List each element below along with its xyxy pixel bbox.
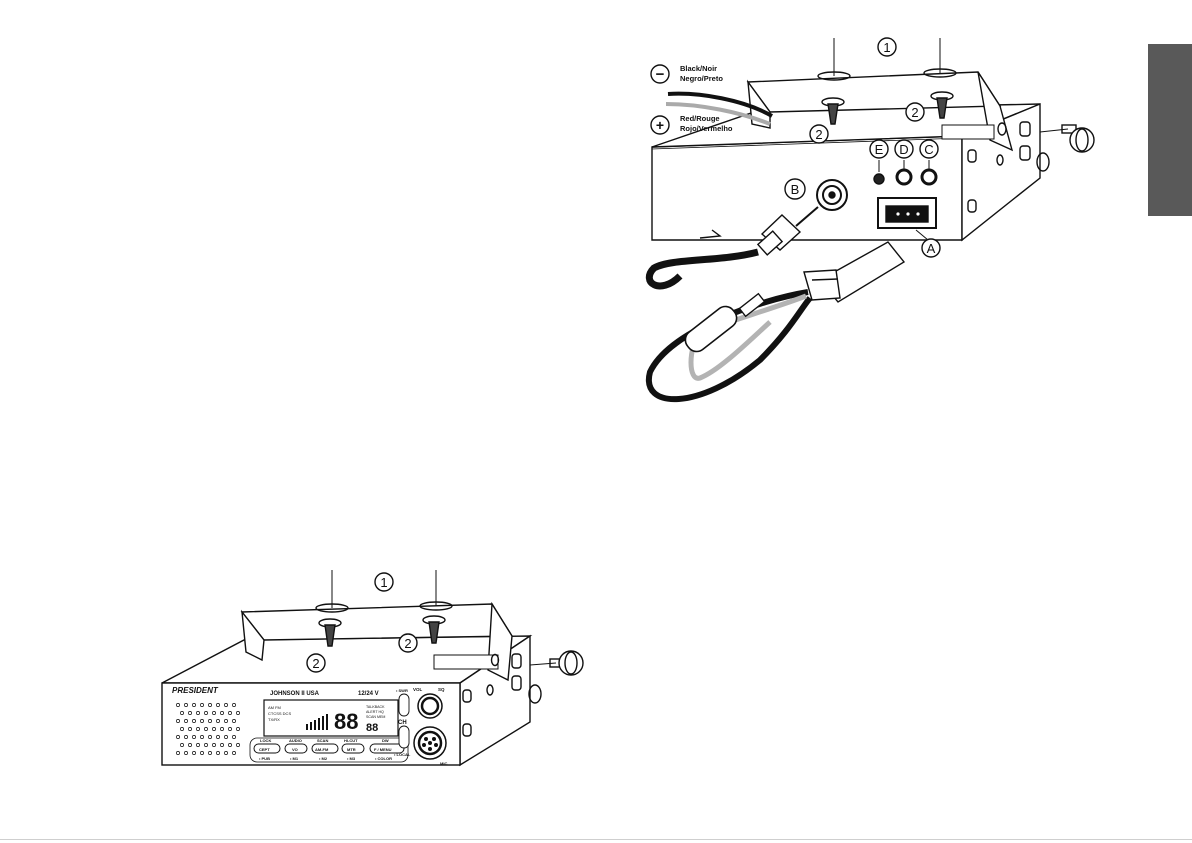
negative-label-line2: Negro/Preto [680, 74, 723, 83]
model-name: JOHNSON II USA [270, 691, 320, 697]
power-socket [878, 198, 936, 228]
callout-screw-bottom-right: 2 [404, 636, 411, 651]
jack-e [874, 174, 884, 184]
btn-top-3: SCAN [317, 738, 328, 743]
jack-c [922, 170, 936, 184]
btn-top-1: LOCK [260, 738, 271, 743]
mic-label: MIC [440, 761, 447, 766]
lcd-right1: TALKBACK [366, 705, 385, 709]
negative-label-line1: Black/Noir [680, 64, 717, 73]
callout-screw-bottom-left: 2 [312, 656, 319, 671]
btn-face-4: MTR [347, 747, 356, 752]
front-bracket-top [242, 604, 512, 640]
callout-jack-e: E [875, 142, 884, 157]
btn-bottom-1: • PUB [259, 756, 270, 761]
volume-knob [418, 694, 442, 718]
rear-view-figure [649, 38, 1094, 399]
power-cable [649, 242, 904, 399]
lcd-line2: CTCSS DCS [268, 711, 291, 716]
lcd-digits-small: 88 [366, 722, 378, 734]
callout-screw-top-left: 2 [815, 127, 822, 142]
btn-face-5: F / MENU [374, 747, 392, 752]
swr-label: • SWR [396, 688, 408, 693]
callout-jack-c: C [924, 142, 933, 157]
btn-bottom-5: • COLOR [375, 756, 392, 761]
lcd-digits-big: 88 [334, 709, 358, 734]
page-bottom-rule [0, 839, 1192, 840]
btn-face-1: CEPT [259, 747, 270, 752]
mounting-bracket-top [748, 72, 1000, 112]
btn-face-3: AM-FM [315, 747, 329, 752]
positive-label-line1: Red/Rouge [680, 114, 720, 123]
vol-label: VOL [413, 687, 423, 692]
local-label: • LOCAL [394, 752, 411, 757]
lcd-right2: ALERT HQ [366, 710, 384, 714]
lcd-line1: AM FM [268, 705, 281, 710]
positive-symbol: + [656, 117, 664, 133]
callout-bracket-top: 1 [883, 40, 890, 55]
btn-bottom-3: • M2 [319, 756, 328, 761]
negative-symbol: − [656, 66, 665, 83]
antenna-connector [817, 180, 847, 210]
mic-connector [414, 727, 446, 759]
btn-top-5: DW [382, 738, 389, 743]
side-knob [1040, 125, 1094, 152]
btn-bottom-4: • M3 [347, 756, 356, 761]
voltage-label: 12/24 V [358, 691, 379, 697]
positive-label-line2: Rojo/Vermelho [680, 124, 733, 133]
btn-bottom-2: • M1 [290, 756, 299, 761]
ch-label: CH [398, 720, 407, 726]
callout-power-a: A [927, 241, 936, 256]
callout-antenna-b: B [791, 182, 800, 197]
btn-top-4: HI-CUT [344, 738, 358, 743]
lcd-right3: SCAN MEM [366, 715, 385, 719]
callout-screw-top-right: 2 [911, 105, 918, 120]
brand-logo: PRESIDENT [172, 686, 219, 695]
btn-top-2: AUDIO [289, 738, 302, 743]
front-view-figure [162, 570, 583, 765]
front-side-knob [530, 651, 583, 675]
callout-bracket-bottom: 1 [380, 575, 387, 590]
jack-d [897, 170, 911, 184]
callout-jack-d: D [899, 142, 908, 157]
sq-label: SQ [438, 687, 445, 692]
btn-face-2: VO [292, 747, 298, 752]
lcd-line3: TX/RX [268, 717, 280, 722]
